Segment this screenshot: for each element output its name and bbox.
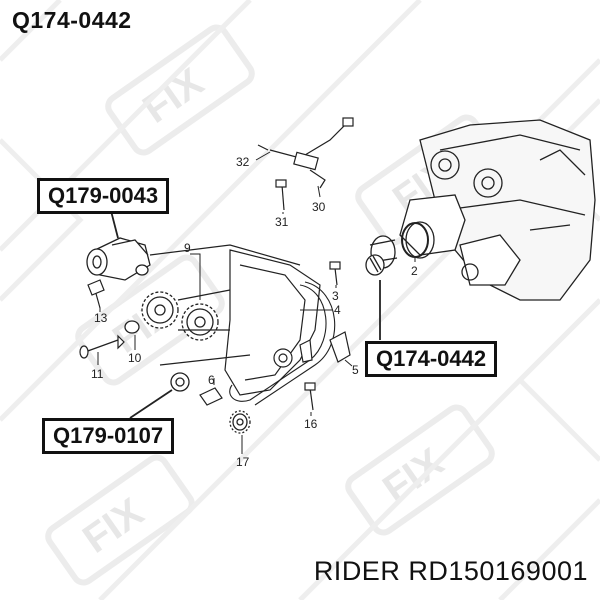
tensioner-assembly (86, 237, 151, 281)
part-number: 16 (304, 417, 318, 431)
cover-small-parts (273, 331, 351, 368)
bolt-11 (79, 334, 125, 359)
idler-pulley (170, 372, 190, 392)
part-number: 3 (332, 289, 339, 303)
crank-sprocket (229, 410, 251, 434)
callout-label: Q179-0043 (37, 178, 170, 214)
part-number: 31 (275, 215, 289, 229)
engine-block (419, 119, 596, 301)
timing-cover (149, 244, 321, 396)
bolt-3 (329, 261, 341, 286)
part-number: 13 (94, 311, 108, 325)
bolt-13 (87, 279, 105, 309)
water-pump-housing (365, 194, 466, 276)
brand-name: RIDER (313, 556, 401, 586)
part-number: 17 (236, 455, 250, 469)
reference-part-number: RD150169001 (408, 556, 588, 586)
callout-label: Q174-0442 (365, 341, 498, 377)
bracket-6 (199, 387, 223, 406)
part-number: 6 (208, 373, 215, 387)
part-number: 5 (352, 363, 359, 377)
callout-label: Q179-0107 (42, 418, 175, 454)
camshaft-gears (141, 289, 231, 341)
part-number: 32 (236, 155, 250, 169)
timing-belt (229, 281, 336, 406)
part-number: 30 (312, 200, 326, 214)
bolt-31 (275, 179, 287, 211)
part-number: 4 (334, 303, 341, 317)
o-ring-part (401, 222, 429, 258)
leader-lines (97, 151, 416, 454)
part-number: 2 (411, 264, 418, 278)
watermark-logo: FIX (45, 454, 195, 586)
sensor-part (257, 117, 354, 189)
part-numbers: 32 31 30 9 2 3 4 13 10 11 6 16 17 5 (91, 155, 418, 469)
bolt-16 (304, 382, 316, 411)
page-title: Q174-0442 (12, 7, 132, 33)
part-number: 9 (184, 241, 191, 255)
part-number: 11 (91, 367, 104, 381)
footer-reference: RIDER RD150169001 (314, 556, 588, 587)
watermark-logo: FIX (105, 24, 255, 156)
part-number: 10 (128, 351, 142, 365)
washer-10 (124, 320, 140, 334)
